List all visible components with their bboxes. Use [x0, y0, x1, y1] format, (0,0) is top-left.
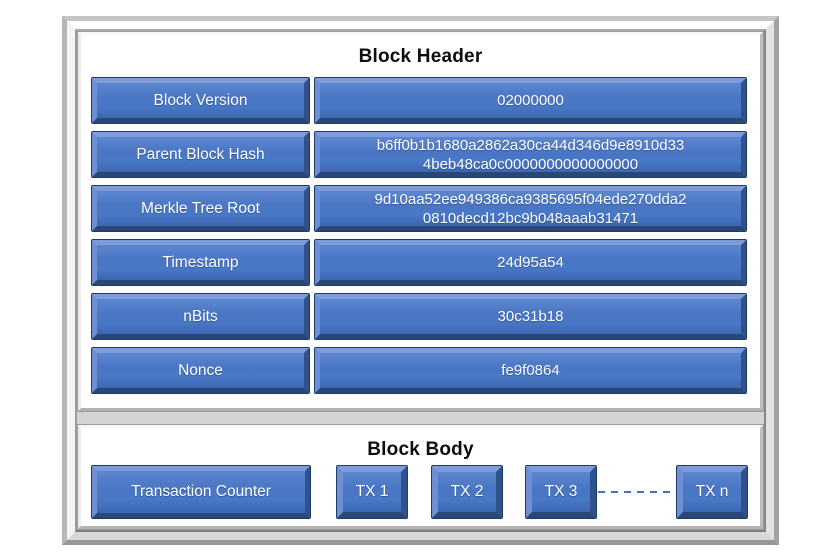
- timestamp-value: 24d95a54: [314, 239, 747, 286]
- block-body-panel: Block Body Transaction Counter TX 1 TX 2…: [78, 425, 763, 529]
- tx-3-box: TX 3: [525, 465, 597, 519]
- block-diagram-frame: Block Header Block Version 02000000 Pare…: [62, 16, 779, 545]
- row-timestamp: Timestamp 24d95a54: [91, 239, 747, 286]
- header-field-rows: Block Version 02000000 Parent Block Hash…: [81, 68, 760, 394]
- parent-block-hash-value: b6ff0b1b1680a2862a30ca44d346d9e8910d334b…: [314, 131, 747, 178]
- row-nonce: Nonce fe9f0864: [91, 347, 747, 394]
- row-parent-block-hash: Parent Block Hash b6ff0b1b1680a2862a30ca…: [91, 131, 747, 178]
- block-version-label: Block Version: [91, 77, 310, 124]
- block-header-title: Block Header: [358, 46, 483, 67]
- tx-1-box: TX 1: [336, 465, 408, 519]
- block-header-panel: Block Header Block Version 02000000 Pare…: [78, 32, 763, 411]
- ellipsis-dashed-connector: [598, 491, 675, 493]
- merkle-tree-root-label: Merkle Tree Root: [91, 185, 310, 232]
- nonce-value: fe9f0864: [314, 347, 747, 394]
- merkle-tree-root-value: 9d10aa52ee949386ca9385695f04ede270dda208…: [314, 185, 747, 232]
- row-merkle-tree-root: Merkle Tree Root 9d10aa52ee949386ca93856…: [91, 185, 747, 232]
- tx-2-box: TX 2: [431, 465, 503, 519]
- tx-n-box: TX n: [676, 465, 748, 519]
- nbits-label: nBits: [91, 293, 310, 340]
- block-body-title: Block Body: [367, 439, 474, 460]
- body-boxes-row: Transaction Counter TX 1 TX 2 TX 3 TX n: [81, 461, 760, 519]
- frame-bevel: Block Header Block Version 02000000 Pare…: [67, 21, 774, 540]
- timestamp-label: Timestamp: [91, 239, 310, 286]
- block-version-value: 02000000: [314, 77, 747, 124]
- frame-interior: Block Header Block Version 02000000 Pare…: [75, 29, 766, 532]
- row-nbits: nBits 30c31b18: [91, 293, 747, 340]
- parent-block-hash-label: Parent Block Hash: [91, 131, 310, 178]
- transaction-counter-box: Transaction Counter: [91, 465, 311, 519]
- row-block-version: Block Version 02000000: [91, 77, 747, 124]
- nbits-value: 30c31b18: [314, 293, 747, 340]
- nonce-label: Nonce: [91, 347, 310, 394]
